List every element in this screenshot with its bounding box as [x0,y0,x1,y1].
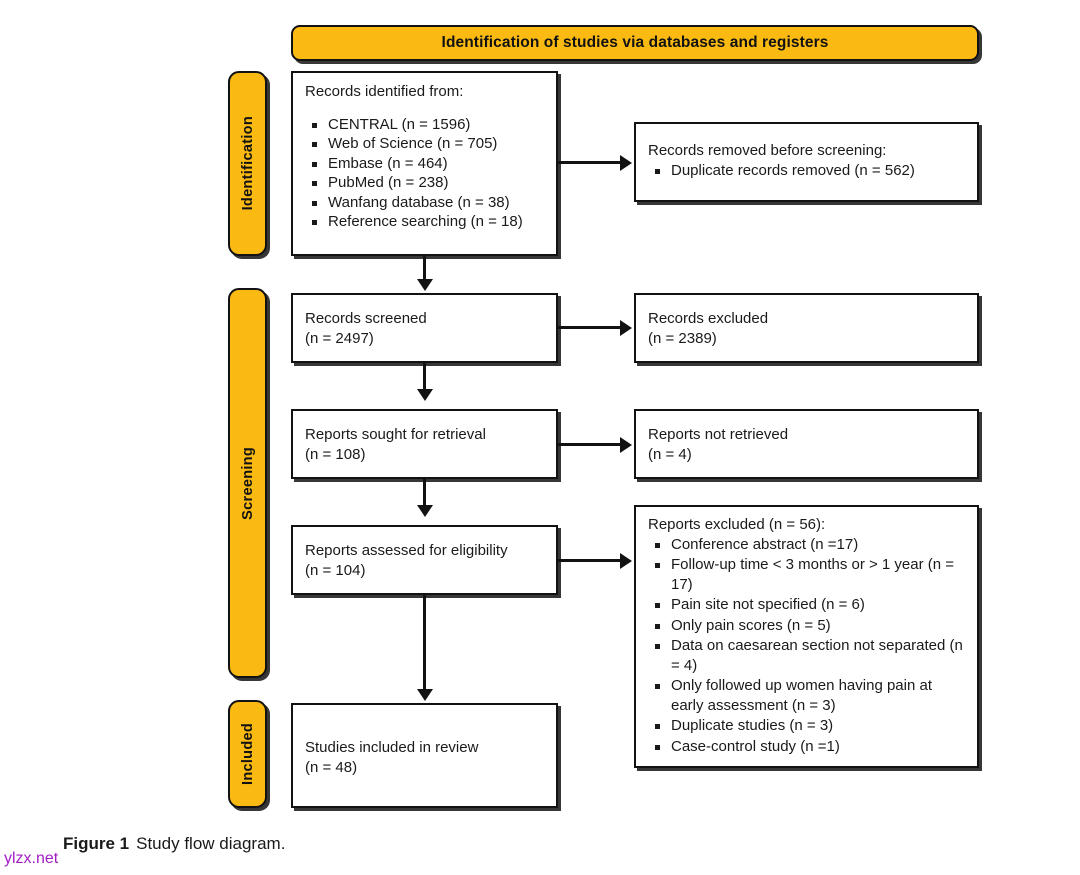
reports-sought-line2: (n = 108) [305,445,366,463]
records-identified-list: CENTRAL (n = 1596) Web of Science (n = 7… [305,115,544,232]
list-item: Conference abstract (n =17) [648,535,965,555]
arrow-down-icon [416,505,433,517]
header-title: Identification of studies via databases … [441,34,829,51]
connector-horizontal [558,559,622,562]
arrow-right-icon [620,436,632,453]
arrow-right-icon [620,154,632,171]
spacer [305,102,544,115]
stage-label-identification: Identification [239,116,256,211]
list-item: Case-control study (n =1) [648,737,965,757]
list-item: CENTRAL (n = 1596) [305,115,544,135]
list-item: Follow-up time < 3 months or > 1 year (n… [648,555,965,594]
studies-included-line2: (n = 48) [305,758,358,776]
records-removed-lead: Records removed before screening: [648,142,887,159]
reports-sought-line1: Reports sought for retrieval [305,426,486,443]
list-item: Duplicate studies (n = 3) [648,716,965,736]
box-reports-excluded: Reports excluded (n = 56): Conference ab… [634,505,979,768]
stage-bar-screening: Screening [228,288,267,678]
connector-vertical [423,256,426,281]
stage-bar-included: Included [228,700,267,808]
figure-caption: Figure 1 Study flow diagram. [63,834,285,854]
box-reports-sought: Reports sought for retrieval (n = 108) [291,409,558,479]
records-screened-line1: Records screened [305,310,427,327]
list-item: Reference searching (n = 18) [305,212,544,232]
box-records-screened: Records screened (n = 2497) [291,293,558,363]
studies-included-line1: Studies included in review [305,739,479,756]
watermark-text: ylzx.net [4,850,59,867]
reports-excluded-lead: Reports excluded (n = 56): [648,516,826,533]
list-item: Pain site not specified (n = 6) [648,595,965,615]
connector-vertical [423,479,426,507]
reports-assessed-line2: (n = 104) [305,561,366,579]
box-reports-not-retrieved: Reports not retrieved (n = 4) [634,409,979,479]
box-records-excluded: Records excluded (n = 2389) [634,293,979,363]
records-removed-list: Duplicate records removed (n = 562) [648,161,965,181]
stage-label-included: Included [239,722,256,785]
reports-assessed-line1: Reports assessed for eligibility [305,542,508,559]
list-item: Only pain scores (n = 5) [648,616,965,636]
arrow-down-icon [416,389,433,401]
connector-vertical [423,595,426,691]
list-item: Duplicate records removed (n = 562) [648,161,965,181]
connector-horizontal [558,326,622,329]
connector-vertical [423,363,426,391]
records-excluded-line1: Records excluded [648,310,769,327]
box-records-identified: Records identified from: CENTRAL (n = 15… [291,71,558,256]
box-records-removed: Records removed before screening: Duplic… [634,122,979,202]
box-reports-assessed: Reports assessed for eligibility (n = 10… [291,525,558,595]
list-item: Only followed up women having pain at ea… [648,676,965,715]
connector-horizontal [558,443,622,446]
arrow-down-icon [416,689,433,701]
reports-not-retrieved-line1: Reports not retrieved [648,426,789,443]
list-item: Data on caesarean section not separated … [648,636,965,675]
figure-caption-text: Study flow diagram. [136,834,286,853]
box-studies-included: Studies included in review (n = 48) [291,703,558,808]
records-screened-line2: (n = 2497) [305,329,374,347]
watermark: ylzx.net [4,850,58,868]
stage-label-screening: Screening [239,446,256,520]
connector-horizontal [558,161,622,164]
figure-number: Figure 1 [63,834,130,853]
list-item: Embase (n = 464) [305,154,544,174]
list-item: Wanfang database (n = 38) [305,193,544,213]
reports-not-retrieved-line2: (n = 4) [648,445,692,463]
list-item: Web of Science (n = 705) [305,134,544,154]
arrow-right-icon [620,319,632,336]
arrow-down-icon [416,279,433,291]
stage-bar-identification: Identification [228,71,267,256]
list-item: PubMed (n = 238) [305,173,544,193]
reports-excluded-list: Conference abstract (n =17) Follow-up ti… [648,535,965,757]
arrow-right-icon [620,552,632,569]
header-banner: Identification of studies via databases … [291,25,979,61]
records-excluded-line2: (n = 2389) [648,329,717,347]
records-identified-lead: Records identified from: [305,83,464,100]
